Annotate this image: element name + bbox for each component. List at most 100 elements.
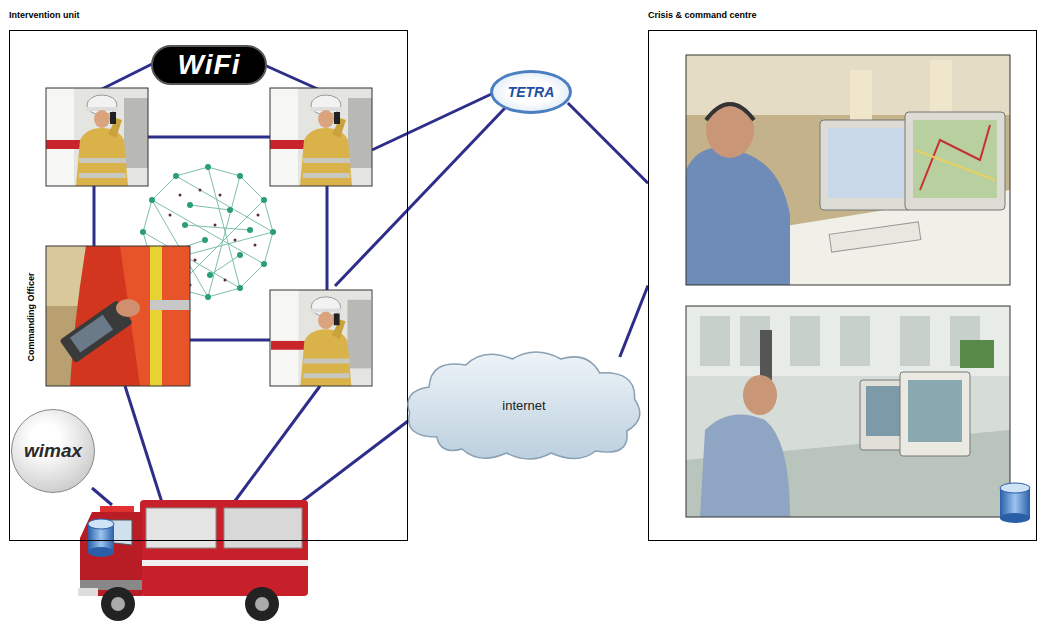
fire-truck bbox=[78, 500, 308, 621]
cloud-shape bbox=[408, 352, 640, 459]
control-room-photo bbox=[686, 148, 790, 286]
control-room-photo bbox=[686, 306, 1010, 517]
role-label: Commanding Officer bbox=[26, 272, 36, 361]
mesh-network bbox=[176, 176, 273, 232]
fire-truck bbox=[101, 587, 135, 621]
mesh-dot bbox=[194, 259, 197, 262]
control-room-photo bbox=[686, 306, 1010, 517]
fire-truck bbox=[78, 588, 98, 596]
mesh-dot bbox=[254, 244, 257, 247]
mesh-dot bbox=[169, 214, 172, 217]
control-room-photo bbox=[960, 340, 994, 368]
network-wire bbox=[190, 339, 270, 342]
control-room-photo bbox=[700, 414, 790, 517]
control-room-photo bbox=[913, 120, 997, 198]
control-room-photo bbox=[706, 102, 754, 158]
database-icon bbox=[88, 519, 114, 529]
fire-truck bbox=[140, 560, 308, 566]
mesh-node bbox=[202, 237, 208, 243]
officer-photo: Commanding Officer bbox=[21, 247, 191, 387]
firefighter-photo bbox=[46, 88, 372, 386]
commanding-officer-photo bbox=[150, 300, 190, 310]
network-wire bbox=[262, 64, 320, 90]
group-heading: Intervention unit bbox=[9, 10, 80, 20]
network-wire bbox=[92, 488, 112, 505]
mesh-dot bbox=[179, 194, 182, 197]
mesh-dot bbox=[219, 194, 222, 197]
mesh-node bbox=[140, 229, 146, 235]
commanding-officer-photo bbox=[46, 246, 190, 386]
mesh-node bbox=[237, 252, 243, 258]
group-heading: Crisis & command centre bbox=[648, 10, 757, 20]
mesh-node bbox=[187, 202, 193, 208]
mesh-node bbox=[261, 197, 267, 203]
control-room-photo bbox=[743, 375, 777, 415]
commanding-officer-photo bbox=[116, 299, 140, 317]
logo-text: internet bbox=[502, 398, 545, 413]
mesh-node bbox=[205, 294, 211, 300]
mesh-dot bbox=[257, 214, 260, 217]
fire-truck bbox=[111, 597, 125, 611]
network-wire bbox=[148, 136, 270, 139]
mesh-network bbox=[185, 225, 250, 230]
network-wire bbox=[93, 186, 96, 246]
network-wire bbox=[372, 90, 500, 150]
wifi-logo: WiFi bbox=[151, 45, 267, 85]
firefighter-photo bbox=[46, 88, 148, 186]
tetra-logo: TETRA bbox=[490, 70, 572, 114]
control-room-photo bbox=[900, 372, 970, 456]
database-icon bbox=[1000, 483, 1030, 523]
mesh-node bbox=[182, 222, 188, 228]
control-room-photo bbox=[686, 55, 1010, 285]
logo-text: WiFi bbox=[178, 49, 241, 81]
control-room-photo bbox=[686, 306, 1010, 376]
mesh-dot bbox=[234, 239, 237, 242]
network-link bbox=[620, 286, 648, 358]
mesh-network bbox=[210, 255, 240, 275]
control-room-photo bbox=[828, 128, 904, 198]
fire-truck bbox=[146, 508, 216, 548]
mesh-node bbox=[270, 229, 276, 235]
mesh-node bbox=[173, 173, 179, 179]
commanding-officer-photo bbox=[150, 246, 162, 386]
network-wire bbox=[125, 386, 165, 512]
control-room-photo bbox=[686, 55, 1010, 285]
logo-text: wimax bbox=[24, 440, 82, 462]
control-room-photo bbox=[829, 222, 921, 252]
firefighter-photo bbox=[270, 88, 372, 186]
database-icon bbox=[88, 519, 114, 557]
firefighter-photo bbox=[270, 290, 372, 386]
fire-truck bbox=[255, 597, 269, 611]
control-room-photo bbox=[686, 306, 1010, 517]
commanding-officer-photo bbox=[46, 246, 190, 386]
mesh-node bbox=[237, 285, 243, 291]
mesh-node bbox=[247, 227, 253, 233]
mesh-node bbox=[237, 173, 243, 179]
control-room-photo bbox=[908, 380, 962, 442]
database-icon bbox=[1000, 483, 1030, 493]
commanding-officer-photo bbox=[46, 246, 190, 386]
database-icon bbox=[88, 547, 114, 557]
commanding-officer-photo bbox=[70, 315, 113, 353]
network-wire bbox=[326, 186, 329, 290]
network-wire bbox=[232, 386, 320, 505]
database-icon bbox=[1000, 513, 1030, 523]
network-link bbox=[568, 103, 648, 183]
firefighter-photo bbox=[270, 88, 372, 186]
unit-frame: Intervention unitWiFiwimaxCommanding Off… bbox=[9, 30, 408, 541]
mesh-node bbox=[207, 272, 213, 278]
control-room-photo bbox=[760, 330, 772, 380]
control-room-photo bbox=[920, 125, 990, 190]
mesh-network bbox=[190, 205, 230, 210]
control-room-photo bbox=[686, 55, 1010, 285]
control-room-photo bbox=[915, 150, 995, 180]
fire-truck bbox=[80, 512, 142, 596]
firefighter-photo bbox=[46, 88, 148, 186]
control-room-photo bbox=[706, 104, 754, 120]
logo-text: TETRA bbox=[508, 84, 555, 100]
control-room-photo bbox=[820, 120, 912, 210]
control-room-photo bbox=[700, 316, 730, 366]
centre-frame: Crisis & command centre bbox=[648, 30, 1037, 541]
control-room-photo bbox=[790, 316, 820, 366]
